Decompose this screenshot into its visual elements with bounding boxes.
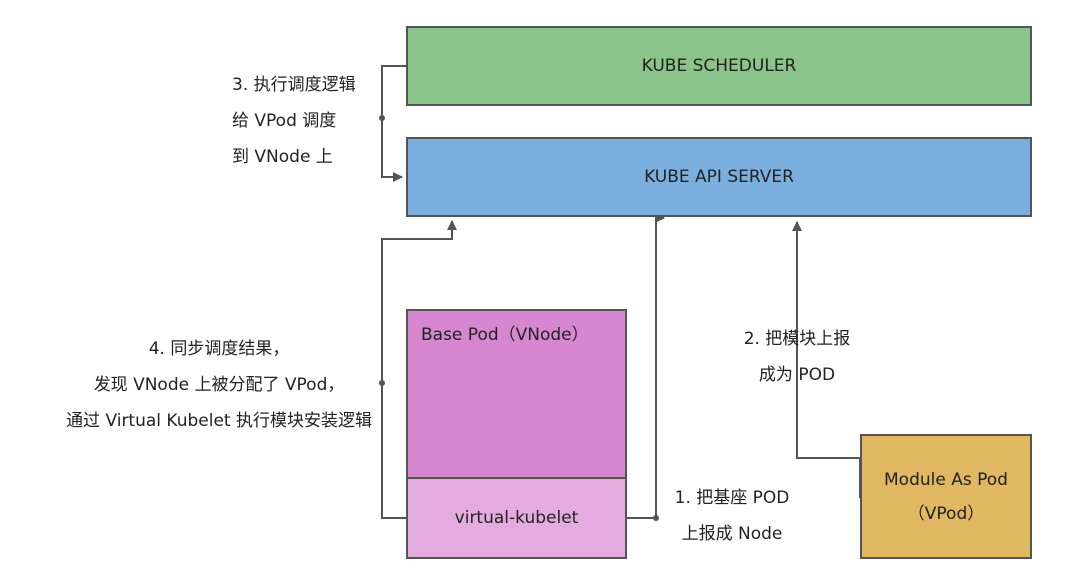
virtual-kubelet-box: virtual-kubelet [406, 477, 627, 559]
step4-annotation: 4. 同步调度结果， 发现 VNode 上被分配了 VPod， 通过 Virtu… [66, 331, 372, 439]
step3-annotation: 3. 执行调度逻辑 给 VPod 调度 到 VNode 上 [232, 67, 356, 175]
arrow-step2-report-pod [792, 221, 860, 459]
virtual-kubelet-label: virtual-kubelet [454, 508, 579, 528]
step4-line3: 通过 Virtual Kubelet 执行模块安装逻辑 [66, 411, 372, 431]
step3-line1: 3. 执行调度逻辑 [232, 75, 356, 95]
module-pod-box: Module As Pod （VPod） [860, 434, 1032, 559]
step3-line3: 到 VNode 上 [232, 147, 333, 167]
step2-line1: 2. 把模块上报 [743, 329, 851, 349]
kube-api-server-label: KUBE API SERVER [644, 167, 794, 187]
step1-annotation: 1. 把基座 POD 上报成 Node [667, 480, 797, 552]
module-pod-label-line2: （VPod） [907, 503, 985, 524]
connector-dot-step3 [379, 115, 385, 121]
arrow-step4-sync [381, 220, 457, 519]
step1-line2: 上报成 Node [681, 524, 783, 544]
kube-api-server-box: KUBE API SERVER [406, 137, 1032, 217]
step4-line1: 4. 同步调度结果， [148, 339, 290, 359]
step2-annotation: 2. 把模块上报 成为 POD [734, 321, 860, 393]
base-pod-box: Base Pod（VNode） [406, 309, 627, 479]
connector-dot-step4 [379, 380, 385, 386]
kube-scheduler-box: KUBE SCHEDULER [406, 26, 1032, 106]
step2-line2: 成为 POD [758, 365, 836, 385]
arrow-step3-schedule [381, 65, 406, 182]
kube-scheduler-label: KUBE SCHEDULER [641, 56, 797, 76]
module-pod-label-line1: Module As Pod [884, 469, 1008, 490]
arrow-step1-report-node [627, 213, 665, 519]
base-pod-label: Base Pod（VNode） [421, 325, 589, 345]
connector-dot-step1 [653, 515, 659, 521]
step1-line1: 1. 把基座 POD [674, 488, 790, 508]
step4-line2: 发现 VNode 上被分配了 VPod， [93, 375, 345, 395]
step3-line2: 给 VPod 调度 [232, 111, 337, 131]
